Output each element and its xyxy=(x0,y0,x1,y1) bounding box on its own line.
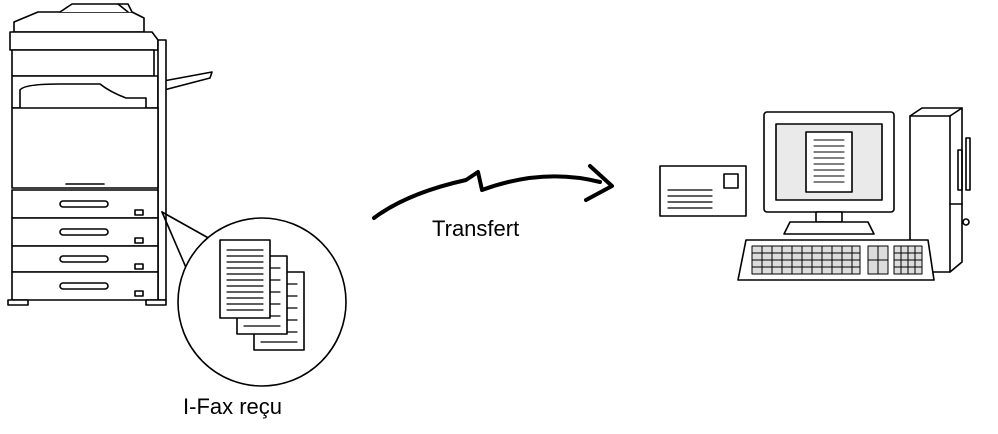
transfer-label: Transfert xyxy=(432,216,520,241)
received-document-callout xyxy=(161,211,347,387)
received-ifax-label: I-Fax reçu xyxy=(183,394,283,419)
document-stack-icon xyxy=(219,239,305,351)
transfer-arrow xyxy=(372,164,614,220)
desktop-computer-icon xyxy=(737,107,971,281)
multifunction-printer-icon xyxy=(7,3,213,306)
envelope-icon xyxy=(659,165,747,217)
callout-line-upper xyxy=(161,211,213,241)
